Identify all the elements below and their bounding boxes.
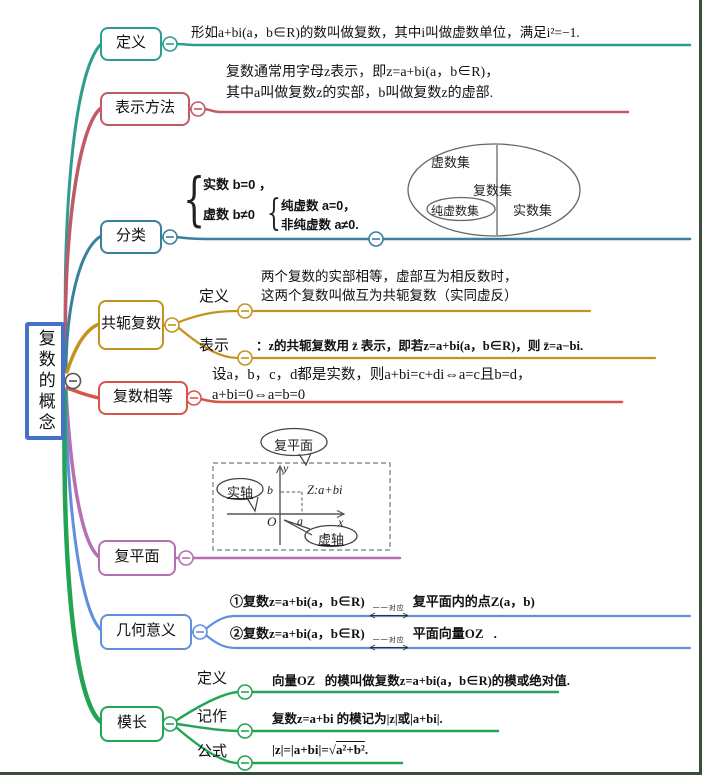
geometric-line2-post: 平面向量OZ⃗. xyxy=(412,626,497,641)
node-classification[interactable]: 分类 xyxy=(100,220,162,254)
formula-period: . xyxy=(364,742,369,757)
classification-outer-brace: { xyxy=(183,165,206,233)
formula-prefix: |z|=|a+bi|= xyxy=(272,742,329,757)
venn-diagram xyxy=(407,143,581,237)
definition-note[interactable]: 形如a+bi(a，b∈R)的数叫做复数，其中i叫做虚数单位，满足i²=−1. xyxy=(191,25,580,40)
classification-nonpure-imag[interactable]: 非纯虚数 a≠0. xyxy=(281,218,359,232)
correspondence-arrow: 一一对应 xyxy=(367,605,411,619)
modulus-notation-note[interactable]: 复数z=a+bi 的模记为|z|或|a+bi|. xyxy=(272,712,443,726)
collapse-button-modulus-notation[interactable] xyxy=(237,723,253,739)
node-conjugate[interactable]: 共轭复数 xyxy=(98,300,164,350)
collapse-button-modulus-formula[interactable] xyxy=(237,755,253,771)
collapse-button-equality[interactable] xyxy=(186,390,202,406)
modulus-definition-note[interactable]: 向量OZ⃗的模叫做复数z=a+bi(a，b∈R)的模或绝对值. xyxy=(272,674,570,688)
node-definition[interactable]: 定义 xyxy=(100,27,162,61)
root-title: 复数的概念 xyxy=(35,328,55,434)
real-axis-label: 实轴 xyxy=(227,485,254,500)
equality-line2: a+bi=0⇔a=b=0 xyxy=(212,387,306,403)
classification-pure-imag[interactable]: 纯虚数 a=0， xyxy=(281,199,356,213)
collapse-button-modulus-definition[interactable] xyxy=(237,684,253,700)
node-equality[interactable]: 复数相等 xyxy=(98,381,188,415)
collapse-button-plane[interactable] xyxy=(178,550,194,566)
collapse-button-root[interactable] xyxy=(64,372,82,390)
origin-label: O xyxy=(267,514,277,529)
venn-real-set-label: 实数集 xyxy=(513,203,553,218)
collapse-button-conjugate[interactable] xyxy=(164,317,180,333)
collapse-button-modulus[interactable] xyxy=(162,716,178,732)
venn-complex-set-label: 复数集 xyxy=(473,183,513,198)
y-axis-letter: y xyxy=(283,461,289,475)
conjugate-definition-note[interactable]: 两个复数的实部相等，虚部互为相反数时， 这两个复数叫做互为共轭复数（实同虚反） xyxy=(261,267,518,305)
collapse-button-definition[interactable] xyxy=(162,36,178,52)
conjugate-definition-line1: 两个复数的实部相等，虚部互为相反数时， xyxy=(261,269,518,284)
conjugate-definition-label[interactable]: 定义 xyxy=(199,289,230,305)
venn-imag-set-label: 虚数集 xyxy=(431,155,471,170)
a-tick-label: a xyxy=(297,514,303,528)
double-arrow-icon xyxy=(369,644,408,651)
notation-note[interactable]: 复数通常用字母z表示，即z=a+bi(a，b∈R)， 其中a叫做复数z的实部，b… xyxy=(226,62,499,104)
geometric-line1[interactable]: ①复数z=a+bi(a，b∈R) 一一对应复平面内的点Z(a，b) xyxy=(230,591,535,619)
classification-imag-case[interactable]: 虚数 b≠0 xyxy=(203,207,255,222)
conjugate-representation-note[interactable]: ：z的共轭复数用 z̄ 表示，即若z=a+bi(a，b∈R)，则 z̄=a−bi… xyxy=(256,339,584,353)
sqrt-sign: √ xyxy=(328,742,336,757)
notation-note-line1: 复数通常用字母z表示，即z=a+bi(a，b∈R)， xyxy=(226,65,500,80)
geometric-line2[interactable]: ②复数z=a+bi(a，b∈R) 一一对应平面向量OZ⃗. xyxy=(230,623,497,651)
modulus-notation-label[interactable]: 记作 xyxy=(197,709,228,725)
x-axis-letter: x xyxy=(338,515,344,529)
node-notation[interactable]: 表示方法 xyxy=(100,92,190,126)
venn-pure-imag-set-label: 纯虚数集 xyxy=(431,204,480,218)
collapse-button-notation[interactable] xyxy=(190,101,206,117)
collapse-button-classification[interactable] xyxy=(162,229,178,245)
conjugate-representation-label[interactable]: 表示 xyxy=(199,338,230,354)
imag-axis-label: 虚轴 xyxy=(318,532,345,547)
classification-inner-brace: { xyxy=(267,193,281,234)
collapse-button-classification-detail[interactable] xyxy=(368,231,384,247)
correspondence-label: 一一对应 xyxy=(372,604,405,612)
formula-radicand: a²+b² xyxy=(335,742,365,757)
root-node[interactable]: 复数的概念 xyxy=(25,322,65,440)
collapse-button-conjugate-definition[interactable] xyxy=(237,303,253,319)
plane-bubble-label: 复平面 xyxy=(274,438,314,453)
node-plane[interactable]: 复平面 xyxy=(98,540,176,576)
complex-plane-diagram xyxy=(212,427,391,551)
modulus-formula-note[interactable]: |z|=|a+bi|=√a²+b². xyxy=(272,742,368,758)
collapse-button-conjugate-representation[interactable] xyxy=(237,350,253,366)
notation-note-line2: 其中a叫做复数z的实部，b叫做复数z的虚部. xyxy=(226,86,494,101)
modulus-formula-label[interactable]: 公式 xyxy=(197,744,228,760)
double-arrow-icon xyxy=(369,612,408,619)
correspondence-arrow: 一一对应 xyxy=(367,637,411,651)
classification-real-case[interactable]: 实数 b=0 ， xyxy=(203,177,272,192)
modulus-definition-label[interactable]: 定义 xyxy=(197,671,228,687)
collapse-button-geometric[interactable] xyxy=(192,624,208,640)
correspondence-label: 一一对应 xyxy=(372,636,405,644)
conjugate-definition-line2: 这两个复数叫做互为共轭复数（实同虚反） xyxy=(261,288,518,303)
equality-line1: 设a，b，c，d都是实数，则a+bi=c+di⇔a=c且b=d， xyxy=(212,367,532,383)
geometric-line1-post: 复平面内的点Z(a，b) xyxy=(412,594,535,609)
geometric-line1-pre: ①复数z=a+bi(a，b∈R) xyxy=(230,594,365,609)
node-geometric[interactable]: 几何意义 xyxy=(100,614,192,650)
equality-note[interactable]: 设a，b，c，d都是实数，则a+bi=c+di⇔a=c且b=d， a+bi=0⇔… xyxy=(212,365,532,405)
b-tick-label: b xyxy=(267,483,273,497)
plane-point-label: Z:a+bi xyxy=(307,483,343,497)
node-modulus[interactable]: 模长 xyxy=(100,706,164,742)
geometric-line2-pre: ②复数z=a+bi(a，b∈R) xyxy=(230,626,365,641)
